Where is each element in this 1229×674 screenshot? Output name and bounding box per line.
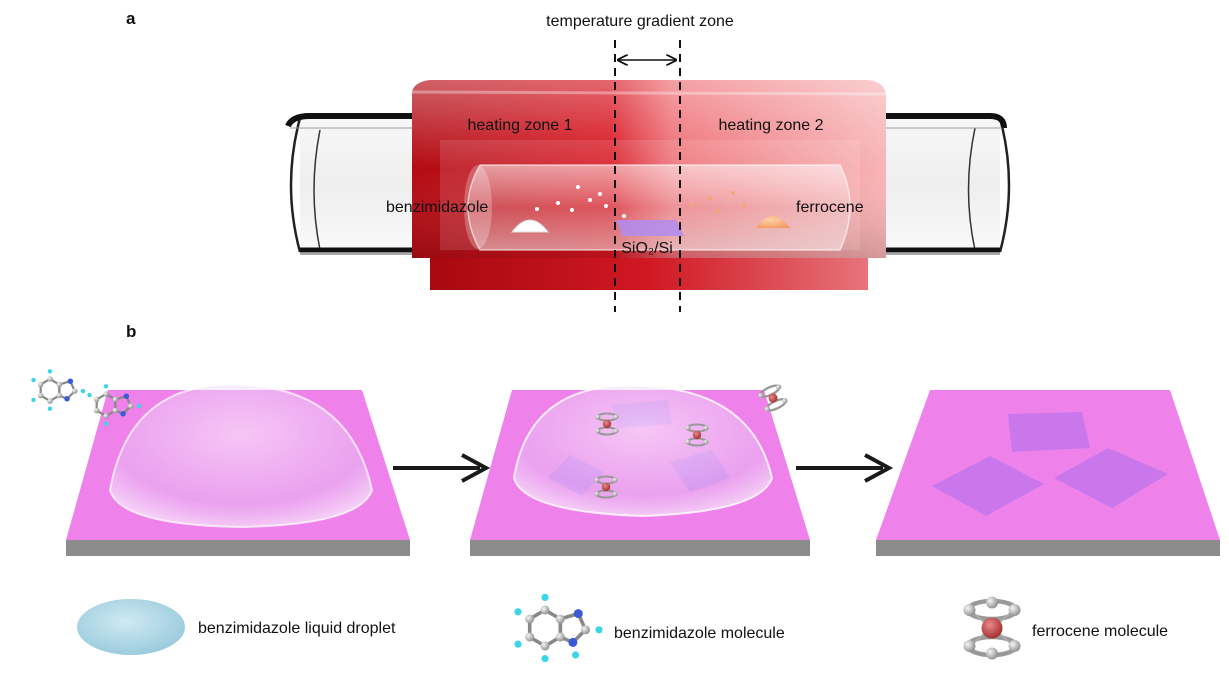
benzimidazole-molecule-floating-1 xyxy=(31,369,86,411)
gradient-zone-label: temperature gradient zone xyxy=(546,13,734,30)
ferrocene-source-droplet xyxy=(756,216,790,228)
stage-2-droplet xyxy=(512,384,774,518)
stage-1-substrate xyxy=(66,383,410,556)
stage-2-substrate xyxy=(470,384,810,556)
legend-droplet-label: benzimidazole liquid droplet xyxy=(198,620,396,637)
stage-1-droplet xyxy=(108,383,374,529)
stage-3-flake-3 xyxy=(1054,448,1168,508)
furnace-base xyxy=(430,258,868,290)
ferrocene-molecule-floating xyxy=(758,384,788,412)
sio2-substrate xyxy=(616,220,684,236)
process-arrow-2 xyxy=(796,453,894,483)
panel-a-label: a xyxy=(126,9,136,28)
source-left-label: benzimidazole xyxy=(386,199,488,216)
benzimidazole-molecule-floating-2 xyxy=(87,384,142,426)
ferrocene-molecule-dissolved-2 xyxy=(685,423,709,447)
heating-zone-2-label: heating zone 2 xyxy=(719,117,824,134)
source-right-label: ferrocene xyxy=(796,199,864,216)
process-arrow-1 xyxy=(393,453,491,483)
stage-3-flake-1 xyxy=(1008,412,1090,452)
benzimidazole-source-droplet xyxy=(510,219,550,233)
legend-droplet-icon xyxy=(77,599,185,655)
legend-ferrocene-label: ferrocene molecule xyxy=(1032,623,1168,640)
panel-b-label: b xyxy=(126,322,136,341)
legend-benzimidazole-icon xyxy=(514,593,603,663)
ferrocene-vapor xyxy=(690,191,746,213)
legend-benzimidazole-label: benzimidazole molecule xyxy=(614,625,785,642)
inner-tube xyxy=(464,164,851,251)
legend-ferrocene-icon xyxy=(963,596,1021,660)
benzimidazole-vapor xyxy=(535,185,626,218)
heating-zone-1-label: heating zone 1 xyxy=(468,117,573,134)
stage-3-flake-2 xyxy=(932,456,1044,516)
stage-3-substrate xyxy=(876,390,1220,556)
ferrocene-molecule-dissolved-1 xyxy=(595,412,619,436)
substrate-label: SiO₂/Si xyxy=(621,240,673,257)
ferrocene-molecule-dissolved-3 xyxy=(594,475,618,499)
